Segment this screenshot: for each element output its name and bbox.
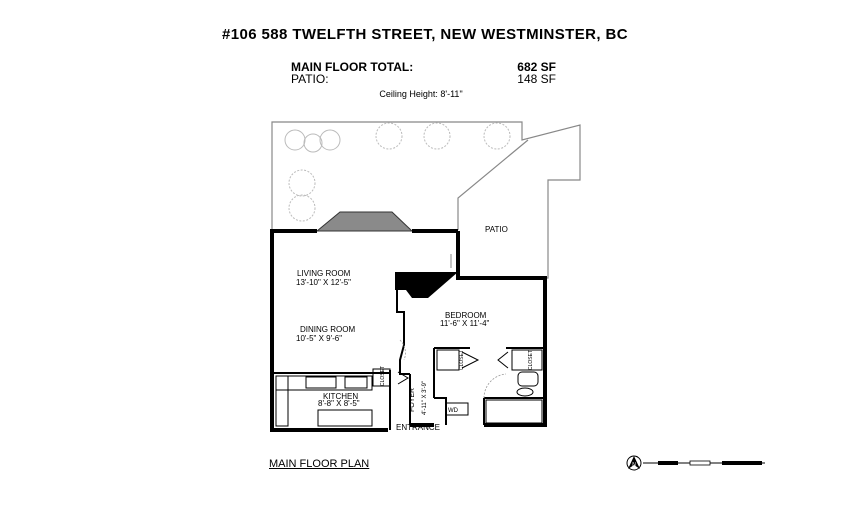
patio-label: PATIO — [485, 225, 508, 234]
bath-closet-label: CLOSET — [528, 350, 534, 370]
bedroom-dims: 11'-6" X 11'-4" — [440, 319, 490, 328]
fireplace — [395, 272, 458, 298]
north-arrow-icon: N — [626, 455, 642, 471]
main-floor-total-value: 682 SF — [517, 60, 556, 74]
shrubs — [284, 122, 511, 222]
closets — [372, 349, 543, 387]
kitchen-label: KITCHEN — [323, 392, 358, 401]
entrance-label: ENTRANCE — [396, 423, 440, 432]
wd-label: WD — [448, 408, 459, 414]
ceiling-height: Ceiling Height: 8'-11" — [379, 89, 463, 99]
foyer-label: FOYER — [409, 388, 416, 412]
exterior-walls — [270, 229, 547, 432]
living-room-label: LIVING ROOM — [297, 269, 351, 278]
kitchen-counters — [275, 375, 373, 427]
bedroom-closet-label: CLOSET — [459, 350, 465, 370]
patio-area-label: PATIO: — [291, 72, 329, 86]
kitchen-dims: 8'-8" X 8'-5" — [318, 399, 360, 408]
interior-walls — [272, 290, 545, 430]
scale-bar — [643, 460, 765, 466]
living-room-dims: 13'-10" X 12'-5" — [296, 278, 351, 287]
washer-dryer — [445, 402, 469, 416]
patio-area-value: 148 SF — [517, 72, 556, 86]
main-floor-total-label: MAIN FLOOR TOTAL: — [291, 60, 414, 74]
bay-window — [315, 211, 414, 232]
dining-room-label: DINING ROOM — [300, 325, 355, 334]
foyer-closet-label: CLOSET — [380, 366, 386, 386]
bathroom-fixtures — [485, 371, 543, 424]
bedroom-label: BEDROOM — [445, 311, 487, 320]
door-swings — [399, 339, 507, 399]
property-address-title: #106 588 TWELFTH STREET, NEW WESTMINSTER… — [222, 26, 628, 43]
main-floor-plan-label: MAIN FLOOR PLAN — [269, 458, 370, 470]
north-label: N — [632, 462, 636, 468]
patio-outline — [271, 121, 581, 279]
foyer-dims: 4'-11" X 3'-9" — [422, 381, 428, 415]
dining-room-dims: 10'-5" X 9'-6" — [296, 334, 342, 343]
